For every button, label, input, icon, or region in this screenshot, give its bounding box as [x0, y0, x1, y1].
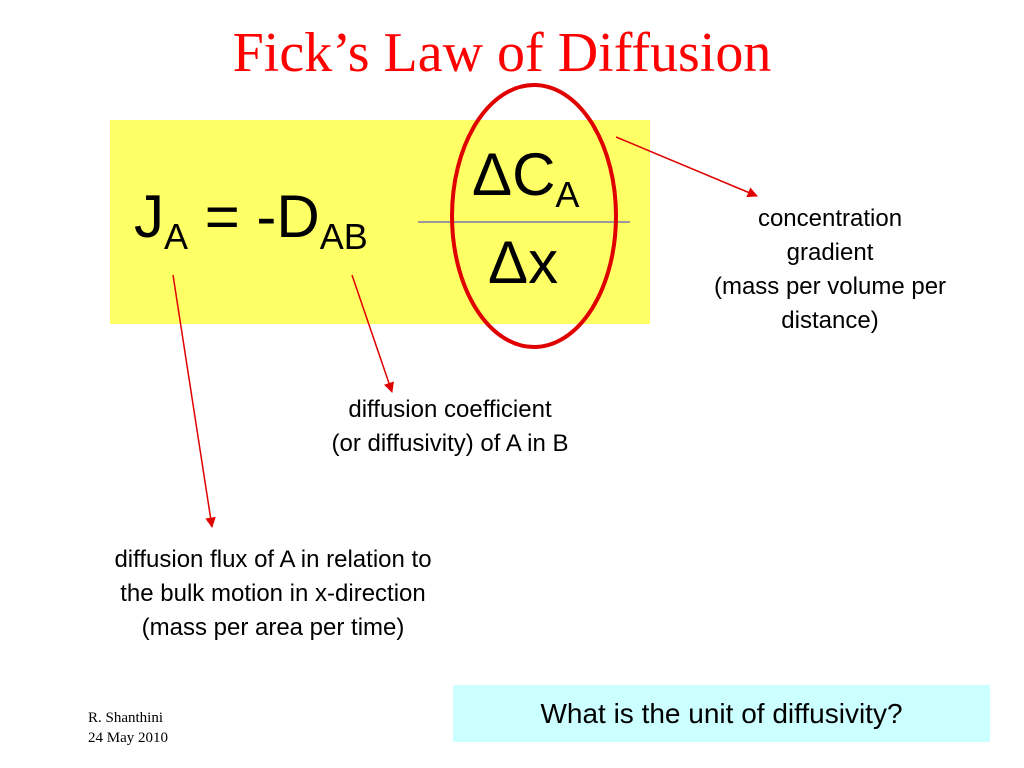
numerator-subscript: A	[555, 174, 580, 215]
annotation-line: (mass per volume per	[713, 273, 947, 300]
gradient-highlight-circle	[450, 83, 618, 349]
concentration-gradient-label: concentration gradient (mass per volume …	[655, 202, 1005, 338]
fraction-bar	[418, 221, 630, 223]
annotation-line: (mass per area per time)	[141, 614, 405, 641]
flux-symbol: J	[134, 183, 164, 250]
annotation-line: (or diffusivity) of A in B	[331, 430, 569, 457]
annotation-line: concentration	[757, 205, 903, 232]
arrow-to-diffusion-flux	[172, 274, 216, 529]
annotation-line: gradient	[786, 239, 874, 266]
d-subscript: AB	[319, 216, 368, 257]
flux-subscript: A	[164, 216, 189, 257]
slide-footer: R. Shanthini 24 May 2010	[88, 708, 168, 748]
numerator-text: ΔC	[472, 141, 556, 208]
slide-title: Fick’s Law of Diffusion	[232, 22, 772, 84]
annotation-line: distance)	[781, 307, 879, 334]
equals-minus-d: = -D	[204, 183, 320, 250]
arrow-to-concentration-gradient	[615, 136, 758, 198]
fraction-denominator: Δx	[488, 229, 559, 296]
equation-lhs: JA = -DAB	[134, 182, 368, 272]
annotation-line: diffusion coefficient	[348, 396, 552, 423]
diffusion-coefficient-label: diffusion coefficient (or diffusivity) o…	[265, 393, 635, 461]
arrow-to-diffusion-coefficient	[351, 274, 394, 393]
footer-author: R. Shanthini	[88, 710, 164, 726]
diffusion-flux-label: diffusion flux of A in relation to the b…	[30, 543, 516, 645]
annotation-line: the bulk motion in x-direction	[120, 580, 426, 607]
footer-date: 24 May 2010	[88, 730, 168, 746]
fraction-numerator: ΔCA	[472, 140, 579, 230]
annotation-line: diffusion flux of A in relation to	[114, 546, 432, 573]
diffusivity-question-box: What is the unit of diffusivity?	[453, 685, 990, 742]
